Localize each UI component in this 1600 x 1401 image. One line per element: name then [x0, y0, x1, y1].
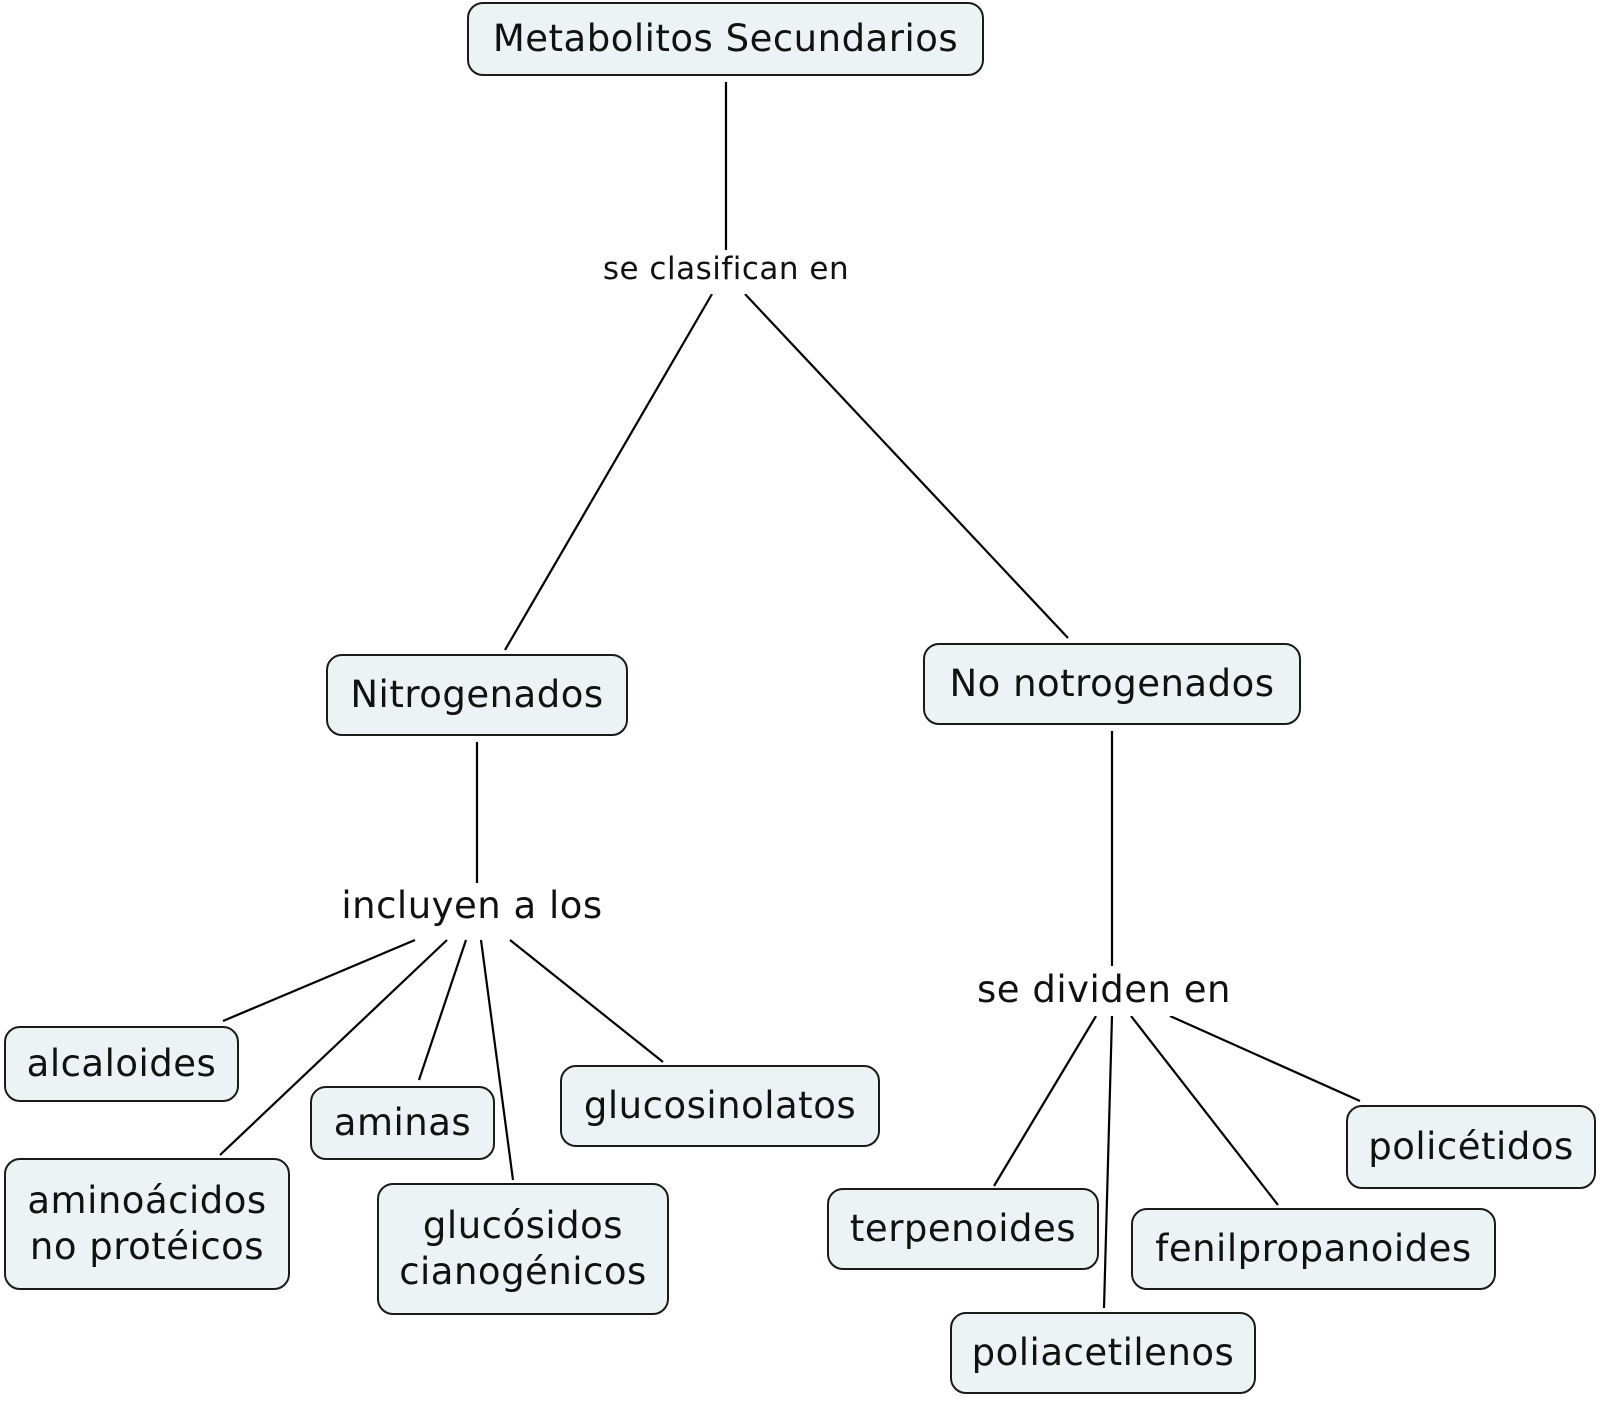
connector-link-to-terpenoides	[993, 1015, 1097, 1187]
node-label: glucósidos cianogénicos	[399, 1203, 647, 1295]
connector-link-to-fenilpropanoides	[1130, 1015, 1279, 1206]
node-glucosinolatos[interactable]: glucosinolatos	[560, 1065, 880, 1147]
node-label: Metabolitos Secundarios	[492, 17, 959, 60]
node-label: glucosinolatos	[583, 1084, 857, 1127]
node-aminas[interactable]: aminas	[310, 1086, 495, 1160]
connector-link-to-poliacetilenos	[1102, 1015, 1114, 1309]
node-label: aminoácidos no protéicos	[27, 1178, 266, 1270]
node-label-line-2: cianogénicos	[399, 1250, 647, 1293]
node-policetidos[interactable]: policétidos	[1346, 1105, 1596, 1189]
node-label-line-2: no protéicos	[29, 1225, 265, 1268]
link-label-incluyen-a-los: incluyen a los	[332, 884, 612, 934]
node-fenilpropanoides[interactable]: fenilpropanoides	[1131, 1208, 1496, 1290]
node-alcaloides[interactable]: alcaloides	[4, 1026, 239, 1102]
connector-link-to-aminas	[417, 939, 468, 1081]
node-metabolitos-secundarios[interactable]: Metabolitos Secundarios	[467, 2, 984, 76]
node-label-line-1: aminoácidos	[27, 1179, 267, 1222]
node-label: No notrogenados	[949, 662, 1275, 705]
node-label: policétidos	[1368, 1125, 1574, 1168]
node-aminoacidos-no-proteicos[interactable]: aminoácidos no protéicos	[4, 1158, 290, 1290]
node-no-notrogenados[interactable]: No notrogenados	[923, 643, 1301, 725]
connector-link-to-nitrogenados	[504, 293, 713, 651]
node-label-line-1: glucósidos	[422, 1204, 624, 1247]
node-nitrogenados[interactable]: Nitrogenados	[326, 654, 628, 736]
node-label: terpenoides	[849, 1207, 1077, 1250]
node-poliacetilenos[interactable]: poliacetilenos	[950, 1312, 1256, 1394]
node-label: alcaloides	[26, 1042, 217, 1085]
connector-link-to-no-nitrogenados	[744, 293, 1069, 639]
node-label: aminas	[333, 1101, 472, 1144]
node-label: poliacetilenos	[971, 1331, 1235, 1374]
connector-link-to-policetidos	[1169, 1014, 1361, 1103]
node-label: fenilpropanoides	[1155, 1227, 1472, 1270]
node-label: Nitrogenados	[350, 673, 604, 716]
connector-link-to-glucosinolatos	[509, 939, 664, 1063]
link-label-se-dividen-en: se dividen en	[968, 968, 1240, 1016]
node-glucosidos-cianogenicos[interactable]: glucósidos cianogénicos	[377, 1183, 669, 1315]
node-terpenoides[interactable]: terpenoides	[827, 1188, 1099, 1270]
connector-link-to-alcaloides	[222, 938, 416, 1023]
connector-link-to-glucosidos	[479, 939, 515, 1181]
link-label-se-clasifican-en: se clasifican en	[590, 250, 862, 294]
connector-link-to-aminoacidos	[219, 939, 448, 1156]
